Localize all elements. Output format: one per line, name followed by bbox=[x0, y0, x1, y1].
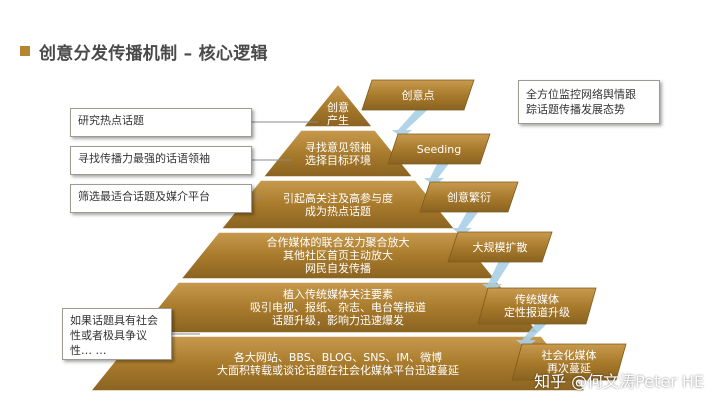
step-shape bbox=[361, 79, 475, 111]
pyramid-tier-line: 创意 bbox=[327, 100, 349, 114]
pyramid-tier-line: 吸引电视、报纸、杂志、电台等报道 bbox=[250, 301, 426, 314]
step-label: 创意点 bbox=[362, 80, 474, 110]
right-box-monitoring: 全方位监控网络舆情跟 踪话题传播发展态势 bbox=[518, 80, 660, 124]
step-arrow-icon bbox=[452, 210, 480, 236]
step-label: Seeding bbox=[388, 134, 490, 164]
step-parallelograms bbox=[361, 79, 627, 381]
step-label: 社会化媒体再次蔓延 bbox=[512, 344, 626, 380]
step-shape bbox=[419, 181, 519, 213]
pyramid-tier bbox=[261, 129, 415, 178]
left-box-media-platform-text: 筛选最适合话题及媒介平台 bbox=[78, 190, 210, 203]
pyramid bbox=[88, 82, 588, 392]
left-box-opinion-leader: 寻找传播力最强的话语领袖 bbox=[70, 146, 252, 175]
connector-lines bbox=[172, 121, 318, 335]
pyramid-tier bbox=[88, 335, 588, 392]
pyramid-tier-line: 话题升级，影响力迅速爆发 bbox=[272, 314, 404, 327]
page-title: 创意分发传播机制 – 核心逻辑 bbox=[20, 40, 268, 64]
step-label-line: 再次蔓延 bbox=[547, 362, 591, 375]
left-box-controversy-line: 性或者极具争议 bbox=[70, 329, 147, 342]
step-label-line: 大规模扩散 bbox=[472, 240, 528, 254]
pyramid-tier-line: 大面积转载或谈论话题在社会化媒体平台迅速蔓延 bbox=[217, 363, 459, 377]
step-shape bbox=[511, 343, 627, 381]
step-label-line: 创意点 bbox=[401, 88, 435, 102]
pyramid-tier-label: 各大网站、BBS、BLOG、SNS、IM、微博大面积转载或谈论话题在社会化媒体平… bbox=[138, 351, 538, 377]
left-box-controversy: 如果话题具有社会 性或者极具争议 性… … bbox=[62, 308, 172, 360]
pyramid-tier-label: 引起高关注及高参与度成为热点话题 bbox=[138, 192, 538, 218]
right-box-monitoring-line: 踪话题传播发展态势 bbox=[526, 103, 625, 116]
step-arrows bbox=[392, 108, 549, 348]
pyramid-tier-label: 创意产生 bbox=[138, 101, 538, 127]
step-shape bbox=[477, 287, 597, 325]
left-box-research: 研究热点话题 bbox=[70, 108, 252, 137]
step-arrow-icon bbox=[516, 322, 549, 348]
pyramid-tier-line: 各大网站、BBS、BLOG、SNS、IM、微博 bbox=[233, 350, 443, 364]
pyramid-tier-line: 成为热点话题 bbox=[305, 204, 371, 218]
left-box-controversy-line: 性… … bbox=[70, 344, 107, 357]
pyramid-tier-line: 其他社区首页主动放大 bbox=[283, 249, 393, 262]
pyramid-tier-label: 寻找意见领袖选择目标环境 bbox=[138, 141, 538, 167]
step-label-line: 社会化媒体 bbox=[541, 349, 597, 362]
pyramid-tier bbox=[301, 82, 375, 128]
step-label-line: 定性报道升级 bbox=[504, 306, 570, 319]
pyramid-tier-line: 植入传统媒体关注要素 bbox=[283, 288, 393, 301]
pyramid-tier-label: 合作媒体的联合发力聚合放大其他社区首页主动放大网民自发传播 bbox=[138, 236, 538, 275]
pyramid-tier-label: 植入传统媒体关注要素吸引电视、报纸、杂志、电台等报道话题升级，影响力迅速爆发 bbox=[138, 288, 538, 327]
pyramid-tier-line: 寻找意见领袖 bbox=[305, 140, 371, 154]
step-label: 大规模扩散 bbox=[448, 232, 552, 262]
pyramid-tier-line: 引起高关注及高参与度 bbox=[283, 191, 393, 205]
step-label-line: Seeding bbox=[416, 142, 462, 156]
step-label-line: 创意繁衍 bbox=[447, 190, 491, 204]
step-shape bbox=[447, 231, 553, 263]
step-arrow-icon bbox=[482, 260, 512, 292]
pyramid-tier-line: 网民自发传播 bbox=[305, 262, 371, 275]
step-label: 创意繁衍 bbox=[420, 182, 518, 212]
watermark: 知乎 @何文涛Peter HE bbox=[534, 372, 704, 391]
step-shape bbox=[387, 133, 491, 165]
step-label-line: 传统媒体 bbox=[515, 293, 559, 306]
left-box-media-platform: 筛选最适合话题及媒介平台 bbox=[70, 184, 252, 213]
pyramid-tier-line: 产生 bbox=[327, 113, 349, 127]
left-box-research-text: 研究热点话题 bbox=[78, 114, 144, 127]
right-box-monitoring-line: 全方位监控网络舆情跟 bbox=[526, 88, 636, 101]
left-box-opinion-leader-text: 寻找传播力最强的话语领袖 bbox=[78, 152, 210, 165]
pyramid-tier-line: 合作媒体的联合发力聚合放大 bbox=[266, 236, 410, 249]
page-title-text: 创意分发传播机制 – 核心逻辑 bbox=[39, 43, 268, 64]
left-box-controversy-line: 如果话题具有社会 bbox=[70, 314, 158, 327]
step-label: 传统媒体定性报道升级 bbox=[478, 288, 596, 324]
title-bullet-icon bbox=[20, 46, 30, 56]
pyramid-tier-line: 选择目标环境 bbox=[305, 153, 371, 167]
step-arrow-icon bbox=[424, 162, 451, 186]
step-arrow-icon bbox=[392, 108, 430, 138]
